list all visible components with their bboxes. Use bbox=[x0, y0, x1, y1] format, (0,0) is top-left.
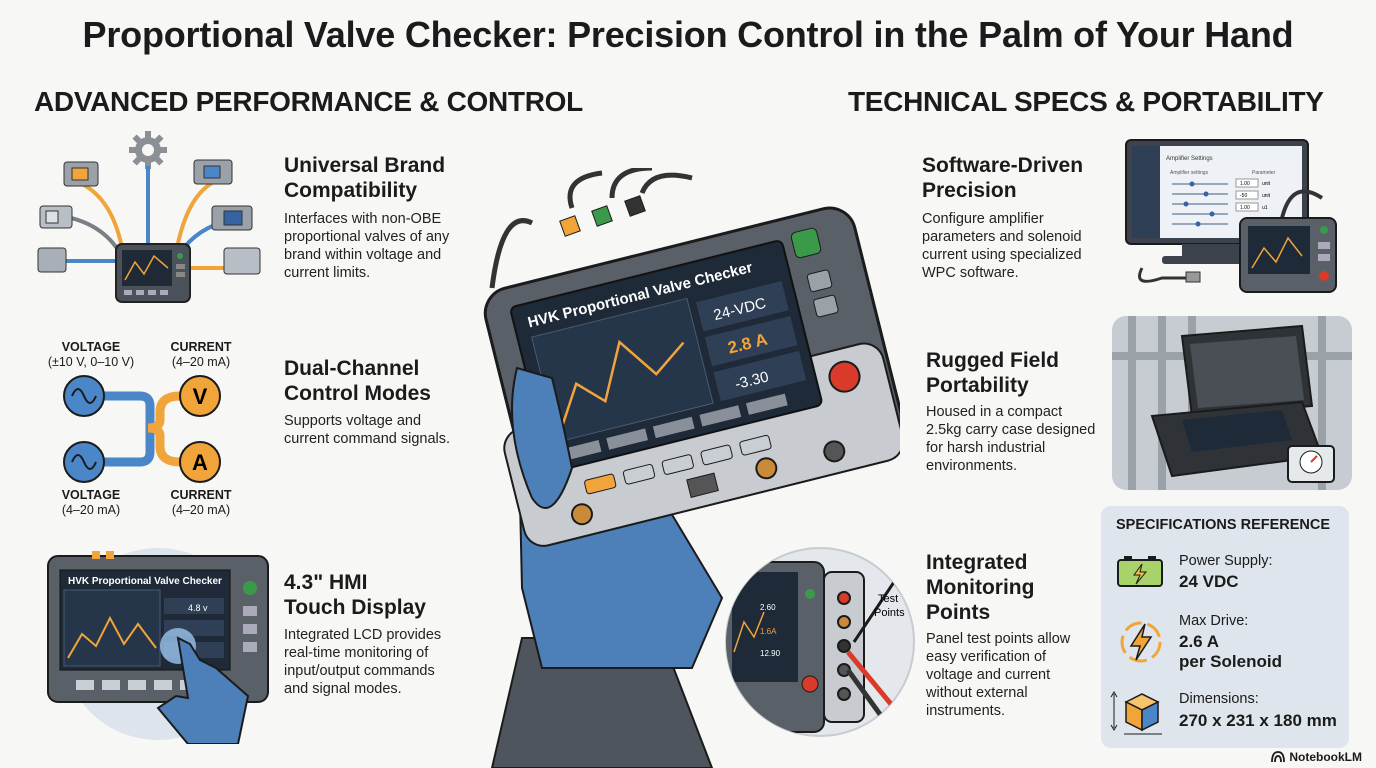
spec-value: 24 VDC bbox=[1179, 572, 1239, 591]
section-heading-left: ADVANCED PERFORMANCE & CONTROL bbox=[34, 86, 583, 117]
svg-text:unit: unit bbox=[1262, 193, 1271, 199]
signal-label: VOLTAGE(±10 V, 0–10 V) bbox=[47, 340, 135, 369]
spec-value: 2.6 A bbox=[1179, 632, 1220, 651]
voltage-symbol-icon: V bbox=[179, 375, 221, 417]
svg-text:A: A bbox=[192, 450, 208, 475]
svg-text:2.60: 2.60 bbox=[760, 603, 776, 612]
spec-label: Power Supply: bbox=[1179, 553, 1273, 569]
spec-value: per Solenoid bbox=[1179, 652, 1282, 671]
valve-icon bbox=[39, 205, 73, 229]
sine-wave-icon bbox=[63, 375, 105, 417]
checker-device-icon bbox=[115, 243, 191, 303]
notebooklm-brand: NotebookLM bbox=[1271, 750, 1362, 764]
svg-text:Amplifier settings: Amplifier settings bbox=[1170, 170, 1209, 176]
specifications-heading: SPECIFICATIONS REFERENCE bbox=[1116, 517, 1331, 533]
valve-icon bbox=[193, 159, 233, 185]
svg-text:4.8 v: 4.8 v bbox=[188, 603, 208, 613]
notebooklm-logo-icon bbox=[1271, 751, 1286, 763]
battery-icon bbox=[1117, 556, 1163, 587]
notebooklm-label: NotebookLM bbox=[1289, 750, 1362, 764]
spec-value: 270 x 231 x 180 mm bbox=[1179, 711, 1337, 730]
valve-compatibility-illustration bbox=[37, 131, 261, 303]
test-points-illustration: 2.60 1.6A 12.90 Test Points bbox=[725, 547, 915, 737]
hmi-display-illustration: HVK Proportional Valve Checker 4.8 v bbox=[47, 548, 269, 744]
software-illustration: Amplifier Settings Amplifier settings Pa… bbox=[1125, 139, 1337, 293]
scale-icon bbox=[1287, 445, 1335, 483]
svg-text:Points: Points bbox=[874, 607, 905, 619]
signal-diagram: V A bbox=[63, 375, 221, 483]
lightning-icon bbox=[1120, 621, 1162, 663]
cube-icon bbox=[1110, 691, 1162, 735]
svg-text:-50: -50 bbox=[1240, 193, 1247, 199]
svg-text:u1: u1 bbox=[1262, 205, 1268, 211]
svg-text:unit: unit bbox=[1262, 181, 1271, 187]
valve-icon bbox=[211, 205, 253, 231]
valve-icon bbox=[37, 247, 67, 273]
valve-icon bbox=[63, 161, 99, 187]
carry-case-icon bbox=[1150, 324, 1324, 478]
section-heading-right: TECHNICAL SPECS & PORTABILITY bbox=[848, 86, 1324, 117]
pointing-hand-icon bbox=[156, 636, 250, 744]
valve-checker-device: HVK Proportional Valve Checker 24-VDC 2.… bbox=[483, 168, 900, 768]
svg-text:Test: Test bbox=[878, 593, 898, 605]
signal-label: VOLTAGE(4–20 mA) bbox=[61, 488, 121, 517]
current-symbol-icon: A bbox=[179, 441, 221, 483]
svg-text:1.6A: 1.6A bbox=[760, 627, 777, 636]
carry-case-illustration bbox=[1112, 316, 1352, 490]
svg-text:V: V bbox=[193, 384, 208, 409]
svg-text:1.00: 1.00 bbox=[1240, 181, 1250, 187]
spec-label: Max Drive: bbox=[1179, 613, 1249, 629]
svg-text:HVK Proportional Valve Checker: HVK Proportional Valve Checker bbox=[68, 576, 222, 587]
svg-text:1.00: 1.00 bbox=[1240, 205, 1250, 211]
signal-label: CURRENT(4–20 mA) bbox=[170, 488, 232, 517]
valve-icon bbox=[223, 247, 261, 275]
page-title: Proportional Valve Checker: Precision Co… bbox=[82, 14, 1294, 55]
gear-icon bbox=[129, 131, 167, 169]
sine-wave-icon bbox=[63, 441, 105, 483]
svg-text:Amplifier Settings: Amplifier Settings bbox=[1166, 156, 1213, 162]
svg-text:12.90: 12.90 bbox=[760, 649, 781, 658]
svg-text:Parameter: Parameter bbox=[1252, 170, 1276, 176]
signal-label: CURRENT(4–20 mA) bbox=[170, 340, 232, 369]
spec-label: Dimensions: bbox=[1179, 691, 1259, 707]
